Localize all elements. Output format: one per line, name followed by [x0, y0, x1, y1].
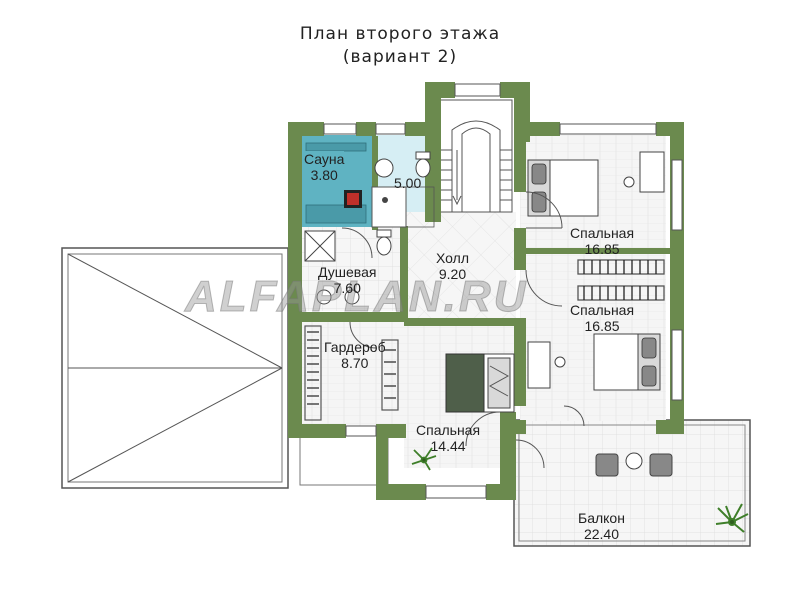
room-label-bath: 5.00: [394, 175, 421, 191]
staircase: [439, 99, 513, 213]
room-area: 16.85: [584, 318, 620, 334]
plant-icon: [715, 503, 749, 533]
bed-icon: [527, 159, 599, 217]
room-area: 9.20: [438, 266, 467, 282]
room-label-bedroom-3: Спальная 14.44: [416, 422, 480, 454]
balcony-area: [513, 419, 751, 547]
watermark: ALFAPLAN.RU: [184, 272, 529, 322]
room-name: Спальная: [416, 422, 481, 438]
room-name: Холл: [436, 250, 469, 266]
room-name: Гардероб: [324, 339, 386, 355]
desk-icon: [527, 151, 665, 389]
sauna-details: [305, 142, 435, 228]
plant-icon: [411, 447, 437, 471]
balcony-furniture: [595, 452, 673, 477]
room-label-sauna: Сауна 3.80: [304, 151, 345, 183]
room-area: 8.70: [341, 355, 369, 371]
room-area: 14.44: [430, 438, 466, 454]
bed-icon: [445, 353, 515, 413]
room-label-balcony: Балкон 22.40: [578, 510, 625, 542]
toilet-icon: [376, 236, 392, 256]
room-area: 16.85: [584, 241, 620, 257]
room-name: Сауна: [304, 151, 345, 167]
windows: [323, 83, 683, 499]
room-area: 3.80: [310, 167, 338, 183]
room-label-hall: Холл 9.20: [436, 250, 469, 282]
room-label-shower: Душевая 7.60: [318, 264, 376, 296]
bathroom-fixtures: [304, 151, 431, 305]
room-label-wardrobe: Гардероб 8.70: [324, 339, 386, 371]
room-area: 22.40: [583, 526, 619, 542]
bed-icon: [593, 333, 661, 391]
room-label-bedroom-1: Спальная 16.85: [570, 225, 634, 257]
room-area: 5.00: [394, 175, 422, 191]
closet-hangers: [577, 259, 665, 301]
room-name: Душевая: [318, 264, 377, 280]
room-name: Спальная: [570, 225, 635, 241]
wardrobe-racks: [304, 325, 399, 421]
room-name: Балкон: [578, 510, 625, 526]
sink-icon: [344, 289, 360, 305]
room-area: 7.60: [333, 280, 361, 296]
doors: [341, 191, 585, 469]
page-title: План второго этажа: [299, 24, 501, 44]
garage-roof: [61, 247, 289, 489]
sink-icon: [316, 289, 332, 305]
room-name: Спальная: [570, 302, 635, 318]
room-label-bedroom-2: Спальная 16.85: [570, 302, 634, 334]
page-subtitle: (вариант 2): [342, 47, 458, 67]
sink-icon: [374, 158, 394, 178]
